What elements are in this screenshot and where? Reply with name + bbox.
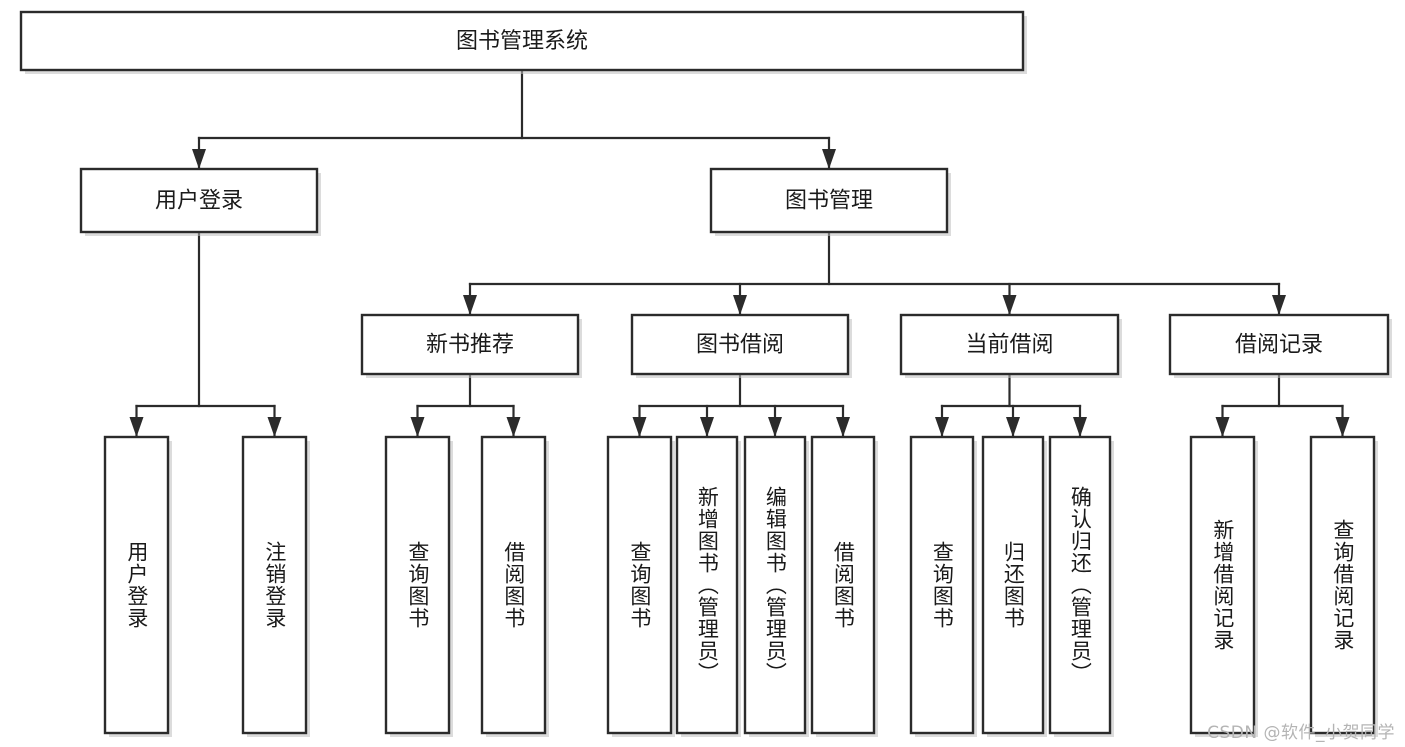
- arrow-head-icon: [410, 417, 425, 437]
- arrow-head-icon: [1073, 417, 1087, 437]
- node-box-leaf-edit-book[interactable]: [743, 435, 807, 735]
- node-box-leaf-query-book-3[interactable]: [909, 435, 975, 735]
- arrow-head-icon: [1215, 417, 1230, 437]
- node-box-leaf-borrow-book-1[interactable]: [480, 435, 547, 735]
- node-box-leaf-query-book-1[interactable]: [384, 435, 451, 735]
- arrow-head-icon: [129, 417, 144, 437]
- node-box-leaf-confirm-return[interactable]: [1048, 435, 1112, 735]
- arrow-head-icon: [632, 417, 647, 437]
- node-box-leaf-user-login[interactable]: [103, 435, 170, 735]
- node-label: 图书管理系统: [456, 29, 588, 54]
- node-box-leaf-return-book[interactable]: [981, 435, 1045, 735]
- watermark-text: CSDN @软件_小贺同学: [1207, 723, 1395, 743]
- node-label: 当前借阅: [965, 333, 1053, 358]
- node-box-book-borrow[interactable]: [630, 313, 850, 376]
- arrow-head-icon: [1002, 295, 1017, 315]
- node-box-leaf-user-logout[interactable]: [241, 435, 308, 735]
- node-box-user-login[interactable]: [79, 167, 319, 234]
- arrow-head-icon: [192, 149, 206, 169]
- arrow-head-icon: [1335, 417, 1350, 437]
- arrow-head-icon: [506, 417, 521, 437]
- node-label: 用户登录: [155, 189, 243, 214]
- node-box-leaf-add-record[interactable]: [1189, 435, 1256, 735]
- node-label: 新书推荐: [426, 333, 514, 358]
- arrow-head-icon: [822, 149, 836, 169]
- node-box-leaf-query-record[interactable]: [1309, 435, 1376, 735]
- node-label: 借阅记录: [1235, 333, 1323, 358]
- arrow-head-icon: [700, 417, 714, 437]
- arrow-head-icon: [768, 417, 782, 437]
- node-box-root[interactable]: [19, 10, 1025, 72]
- node-label: 图书借阅: [696, 333, 784, 358]
- arrow-head-icon: [1272, 295, 1286, 315]
- node-box-borrow-record[interactable]: [1168, 313, 1390, 376]
- arrow-head-icon: [935, 417, 949, 437]
- node-box-new-book-rec[interactable]: [360, 313, 580, 376]
- node-box-book-manage[interactable]: [709, 167, 949, 234]
- node-box-leaf-add-book[interactable]: [675, 435, 739, 735]
- node-box-leaf-borrow-book-2[interactable]: [810, 435, 876, 735]
- arrow-head-icon: [463, 295, 477, 315]
- arrow-head-icon: [267, 417, 282, 437]
- arrow-head-icon: [836, 417, 850, 437]
- node-box-current-borrow[interactable]: [899, 313, 1120, 376]
- node-box-leaf-query-book-2[interactable]: [606, 435, 673, 735]
- arrow-head-icon: [733, 295, 747, 315]
- node-label: 图书管理: [785, 189, 873, 214]
- arrow-head-icon: [1006, 417, 1020, 437]
